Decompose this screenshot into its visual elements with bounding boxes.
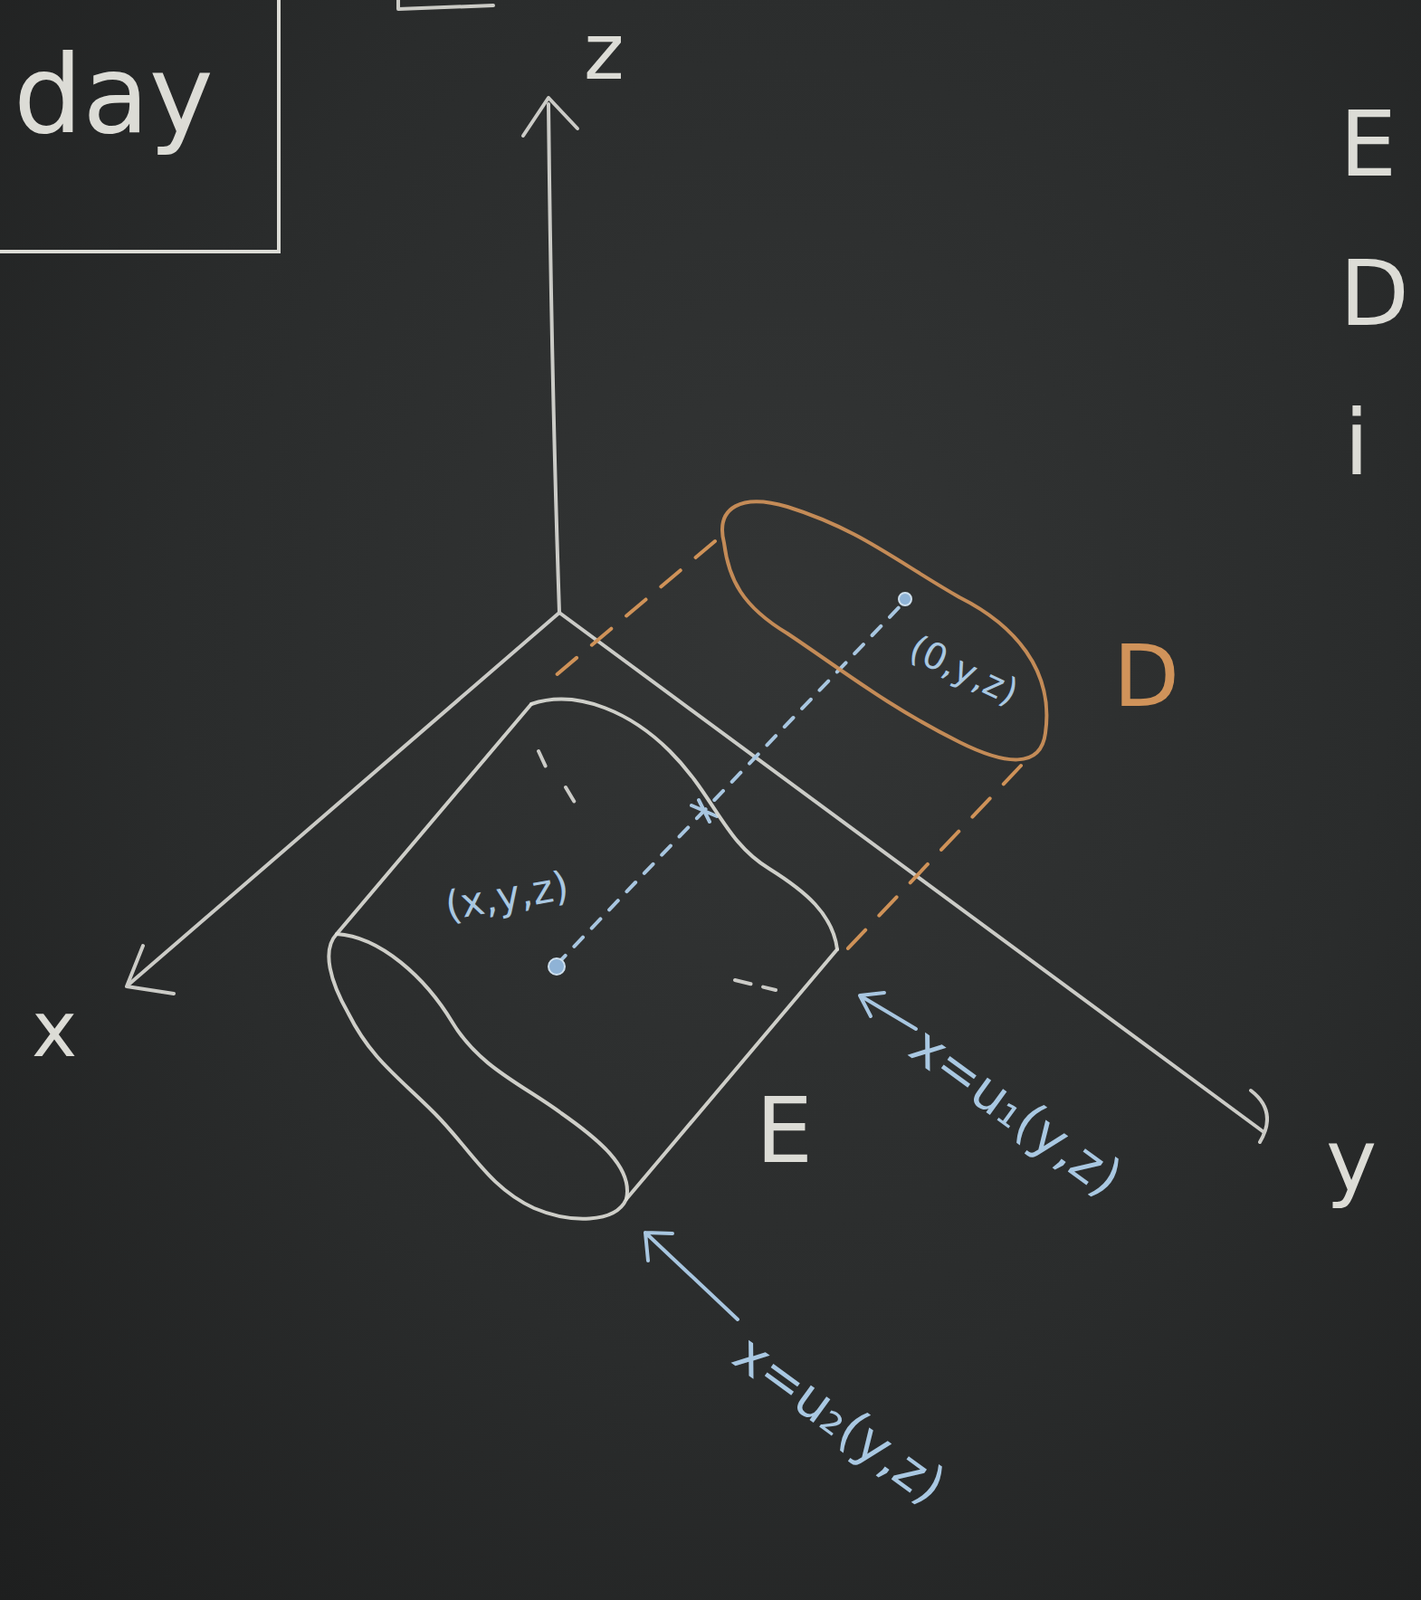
- point-label: (x,y,z): [441, 865, 572, 926]
- pointer-arrow: [645, 1232, 738, 1320]
- x-axis: [128, 612, 560, 985]
- region-outline: [328, 934, 628, 1220]
- projection-line: [847, 765, 1021, 950]
- projection-line: [553, 541, 716, 678]
- x-arrowhead: [126, 945, 174, 994]
- solid-e: (x,y,z) E: [321, 687, 892, 1231]
- y-arrowhead: [1250, 1090, 1268, 1143]
- title-text: day: [13, 40, 214, 150]
- pointer-arrow: [859, 992, 916, 1030]
- boundary-label: x=u₂(y,z): [724, 1325, 955, 1513]
- partial-box: [398, 0, 494, 10]
- region-name: E: [755, 1086, 813, 1177]
- region-outline: [626, 949, 838, 1200]
- projection-line: [556, 600, 906, 965]
- board-note: D: [1339, 248, 1410, 340]
- z-arrowhead: [523, 97, 578, 136]
- region-name: D: [1113, 633, 1180, 720]
- boundary-label: x=u₁(y,z): [901, 1018, 1132, 1205]
- point-label: (0,y,z): [904, 629, 1024, 711]
- z-axis: [548, 104, 560, 613]
- region-outline: [531, 699, 838, 950]
- point-dot: [548, 958, 565, 975]
- hidden-edge: [538, 751, 776, 991]
- axis-label: x: [31, 991, 77, 1069]
- intersection-mark: [691, 800, 717, 822]
- region-d: (0,y,z) D: [701, 488, 1198, 779]
- board-note: E: [1339, 99, 1397, 191]
- axis-label: z: [583, 13, 625, 91]
- board-note: i: [1344, 398, 1370, 489]
- axis-label: y: [1325, 1117, 1377, 1204]
- region-outline: [722, 501, 1047, 760]
- title-box: day: [0, 0, 281, 254]
- point-dot: [898, 592, 912, 606]
